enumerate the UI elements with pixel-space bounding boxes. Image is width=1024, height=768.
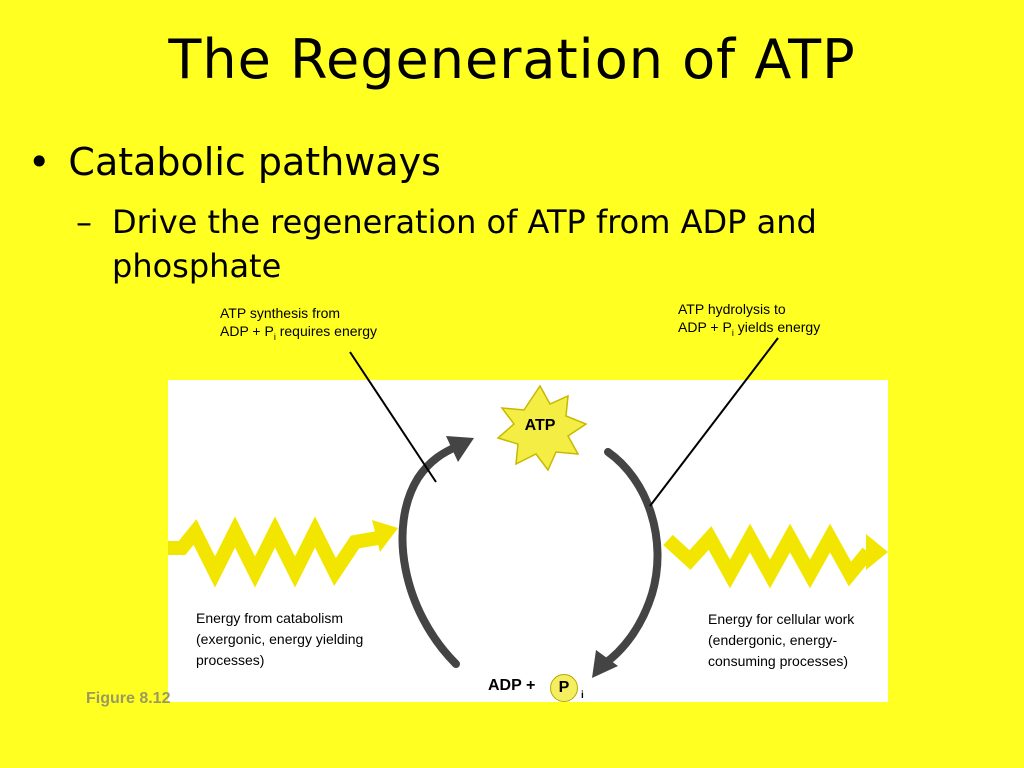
hydrolysis-callout-line2: ADP + Pi yields energy: [678, 319, 821, 338]
atp-label: ATP: [524, 417, 556, 434]
hydrolysis-cycle-arrow: [600, 448, 662, 668]
bullet-dot: •: [28, 140, 51, 184]
synthesis-callout: ATP synthesis from ADP + Pi requires ene…: [220, 304, 377, 346]
cellular-work-energy-label: Energy for cellular work (endergonic, en…: [708, 611, 855, 669]
figure-caption: Figure 8.12: [86, 690, 171, 707]
adp-label: ADP +: [488, 677, 536, 694]
catabolism-arrowhead: [372, 520, 398, 552]
bullet-item: • Catabolic pathways: [28, 140, 441, 184]
sub-bullet-item: – Drive the regeneration of ATP from ADP…: [76, 200, 996, 288]
catabolism-energy-label: Energy from catabolism (exergonic, energ…: [196, 610, 364, 668]
synthesis-cycle-arrow: [398, 442, 462, 668]
hydrolysis-callout: ATP hydrolysis to ADP + Pi yields energy: [678, 300, 820, 342]
hydrolysis-callout-line: [649, 337, 779, 507]
synthesis-callout-line1: ATP synthesis from: [220, 305, 341, 321]
catabolism-zigzag-arrow: [168, 516, 380, 588]
synthesis-callout-line: [349, 351, 437, 483]
bullet-text: Catabolic pathways: [68, 140, 441, 184]
phosphate-subscript: i: [581, 690, 584, 701]
hydrolysis-callout-line1: ATP hydrolysis to: [678, 301, 786, 317]
sub-bullet-dash: –: [76, 203, 92, 241]
phosphate-circle-icon: P: [550, 674, 578, 702]
cellular-work-zigzag-arrow: [663, 523, 874, 589]
slide-title: The Regeneration of ATP: [168, 28, 856, 91]
hydrolysis-arrowhead: [592, 650, 618, 678]
synthesis-callout-line2: ADP + Pi requires energy: [220, 323, 377, 342]
synthesis-arrowhead: [446, 436, 474, 462]
cellular-work-arrowhead: [866, 534, 888, 570]
atp-star-icon: [496, 384, 588, 472]
sub-bullet-text: Drive the regeneration of ATP from ADP a…: [112, 203, 817, 285]
